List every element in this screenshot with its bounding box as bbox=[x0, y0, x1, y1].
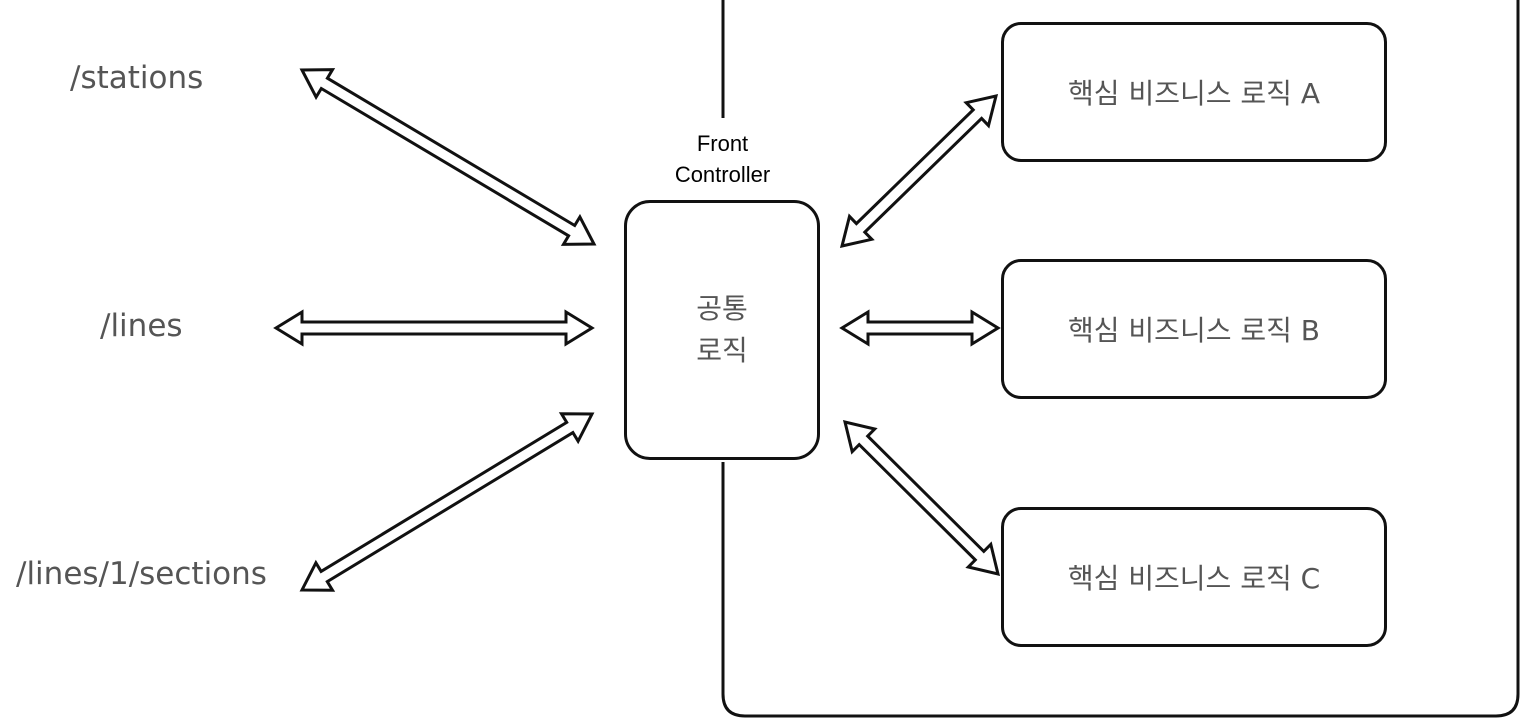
arrow-front-controller-to-logic-b bbox=[839, 309, 1001, 347]
business-logic-box-c: 핵심 비즈니스 로직 C bbox=[1001, 507, 1387, 647]
common-logic-line1: 공통 bbox=[696, 292, 748, 325]
business-logic-box-b: 핵심 비즈니스 로직 B bbox=[1001, 259, 1387, 399]
server-container-outline bbox=[721, 0, 1520, 718]
arrow-front-controller-to-logic-a bbox=[839, 94, 999, 248]
route-stations-label: /stations bbox=[70, 60, 204, 96]
front-controller-box: 공통 로직 bbox=[624, 200, 820, 460]
business-logic-c-label: 핵심 비즈니스 로직 C bbox=[1067, 562, 1321, 595]
arrow-lines-to-front-controller bbox=[273, 309, 595, 347]
route-sections-label: /lines/1/sections bbox=[16, 556, 267, 592]
business-logic-b-label: 핵심 비즈니스 로직 B bbox=[1068, 314, 1320, 347]
business-logic-a-label: 핵심 비즈니스 로직 A bbox=[1068, 77, 1320, 110]
arrow-front-controller-to-logic-c bbox=[842, 419, 1001, 577]
business-logic-box-a: 핵심 비즈니스 로직 A bbox=[1001, 22, 1387, 162]
route-lines-label: /lines bbox=[100, 308, 183, 344]
front-controller-title: Front Controller bbox=[640, 128, 805, 190]
arrow-stations-to-front-controller bbox=[299, 68, 597, 246]
arrows-group bbox=[273, 68, 1001, 592]
common-logic-line2: 로직 bbox=[696, 334, 748, 367]
arrow-sections-to-front-controller bbox=[299, 412, 595, 592]
front-controller-title-line1: Front bbox=[696, 131, 749, 156]
front-controller-title-line2: Controller bbox=[674, 162, 771, 187]
